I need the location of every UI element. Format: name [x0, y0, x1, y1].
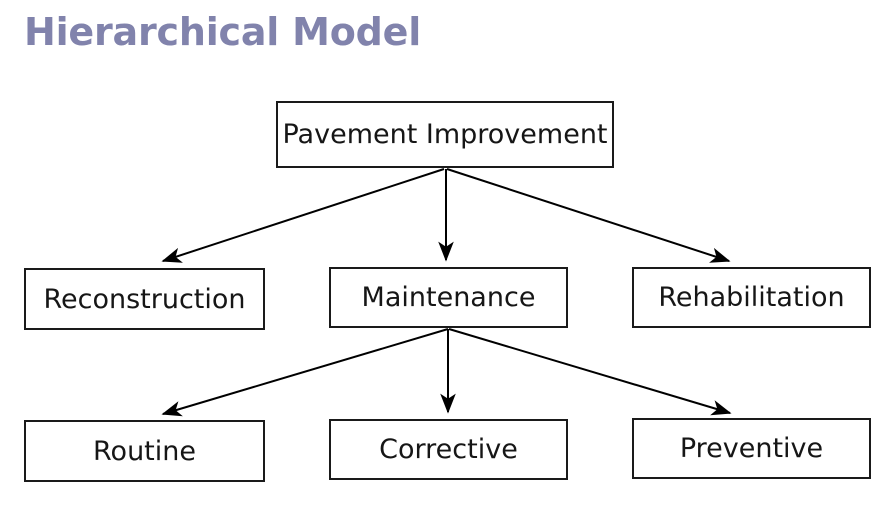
node-maintenance[interactable]: Maintenance	[329, 267, 568, 328]
node-reconstruction[interactable]: Reconstruction	[24, 268, 265, 330]
node-routine[interactable]: Routine	[24, 420, 265, 482]
page-title: Hierarchical Model	[24, 10, 422, 54]
node-preventive[interactable]: Preventive	[632, 418, 871, 479]
edge-root-to-rehabilitation	[446, 168, 731, 263]
edge-maintenance-to-preventive	[448, 328, 732, 416]
edge-maintenance-to-routine	[161, 328, 449, 417]
edge-root-to-reconstruction	[161, 168, 445, 263]
node-pavement-improvement[interactable]: Pavement Improvement	[276, 101, 614, 168]
node-rehabilitation[interactable]: Rehabilitation	[632, 267, 871, 328]
node-corrective[interactable]: Corrective	[329, 419, 568, 480]
